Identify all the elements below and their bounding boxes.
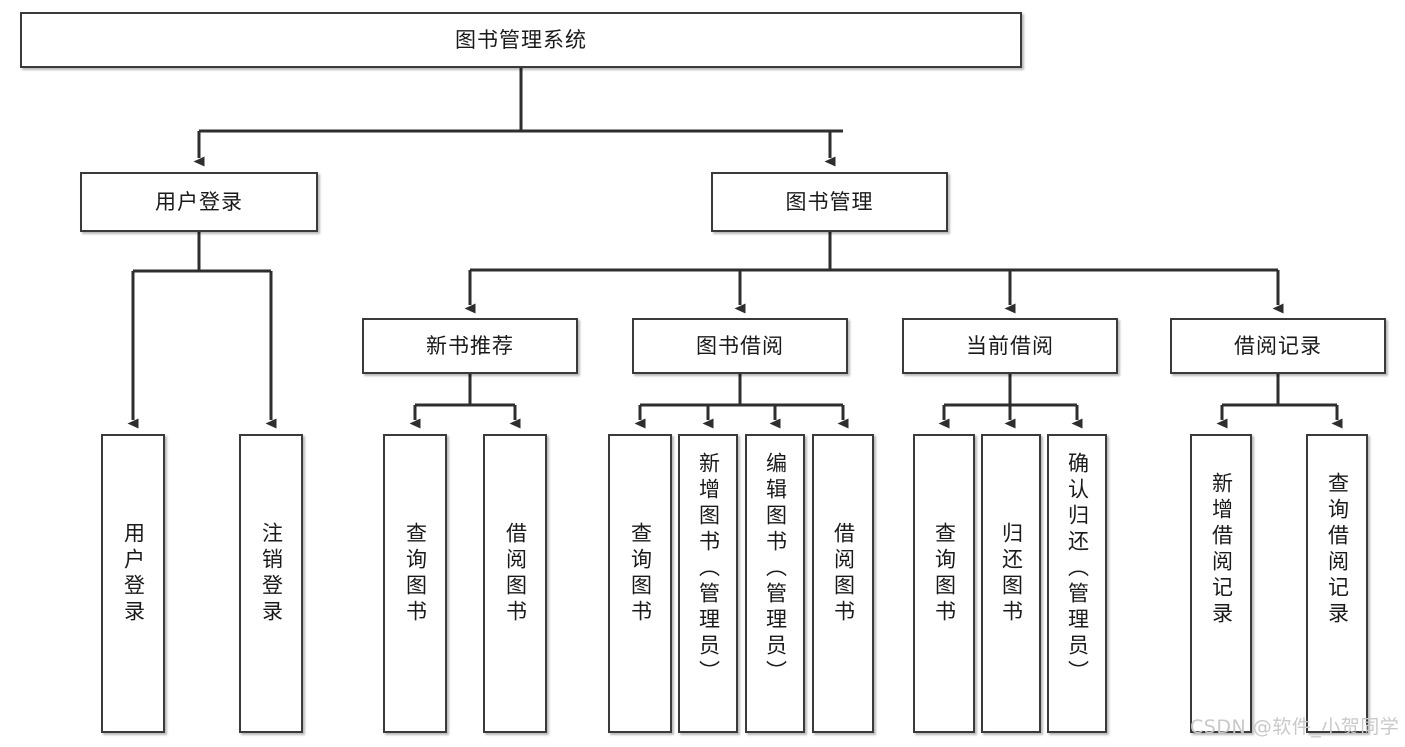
leaf-return-book[interactable]: 归还图书 [981, 434, 1041, 733]
leaf-borrow-book-label: 借阅图书 [831, 522, 856, 626]
leaf-query-book-rec-label: 查询图书 [403, 522, 428, 626]
node-new-book-recommend[interactable]: 新书推荐 [362, 318, 578, 374]
leaf-query-book-rec[interactable]: 查询图书 [383, 434, 447, 733]
leaf-query-book-borrow[interactable]: 查询图书 [608, 434, 672, 733]
leaf-return-book-label: 归还图书 [999, 522, 1024, 626]
leaf-query-book-current-label: 查询图书 [932, 522, 957, 626]
leaf-confirm-return[interactable]: 确认归还（管理员） [1047, 434, 1107, 733]
node-user-login-label: 用户登录 [155, 189, 243, 214]
node-current-borrow[interactable]: 当前借阅 [902, 318, 1118, 374]
leaf-add-borrow-record-label: 新增借阅记录 [1209, 472, 1234, 628]
node-book-manage-label: 图书管理 [785, 189, 874, 214]
leaf-query-book-borrow-label: 查询图书 [628, 522, 653, 626]
leaf-add-book[interactable]: 新增图书（管理员） [678, 434, 738, 733]
leaf-logout-login[interactable]: 注销登录 [239, 434, 303, 733]
leaf-borrow-book-rec-label: 借阅图书 [503, 522, 528, 626]
node-root-label: 图书管理系统 [455, 27, 587, 52]
leaf-user-login-label: 用户登录 [121, 522, 146, 626]
node-borrow-record-label: 借阅记录 [1234, 333, 1322, 358]
node-new-book-recommend-label: 新书推荐 [426, 333, 514, 358]
node-borrow-record[interactable]: 借阅记录 [1170, 318, 1386, 374]
leaf-query-borrow-record-label: 查询借阅记录 [1325, 472, 1350, 628]
node-book-borrow[interactable]: 图书借阅 [632, 318, 848, 374]
leaf-borrow-book-rec[interactable]: 借阅图书 [483, 434, 547, 733]
leaf-add-book-label: 新增图书（管理员） [696, 452, 721, 686]
leaf-edit-book-label: 编辑图书（管理员） [763, 452, 788, 686]
node-root[interactable]: 图书管理系统 [20, 12, 1022, 68]
node-book-manage[interactable]: 图书管理 [711, 172, 948, 232]
leaf-add-borrow-record[interactable]: 新增借阅记录 [1190, 434, 1252, 733]
node-book-borrow-label: 图书借阅 [696, 333, 784, 358]
leaf-edit-book[interactable]: 编辑图书（管理员） [745, 434, 805, 733]
leaf-query-borrow-record[interactable]: 查询借阅记录 [1306, 434, 1368, 733]
leaf-logout-login-label: 注销登录 [259, 522, 284, 626]
node-user-login[interactable]: 用户登录 [80, 172, 318, 232]
leaf-query-book-current[interactable]: 查询图书 [913, 434, 975, 733]
leaf-borrow-book[interactable]: 借阅图书 [812, 434, 874, 733]
leaf-user-login[interactable]: 用户登录 [101, 434, 165, 733]
csdn-watermark: CSDN @软件_小贺同学 [1190, 716, 1400, 738]
leaf-confirm-return-label: 确认归还（管理员） [1065, 452, 1090, 686]
node-current-borrow-label: 当前借阅 [966, 333, 1054, 358]
